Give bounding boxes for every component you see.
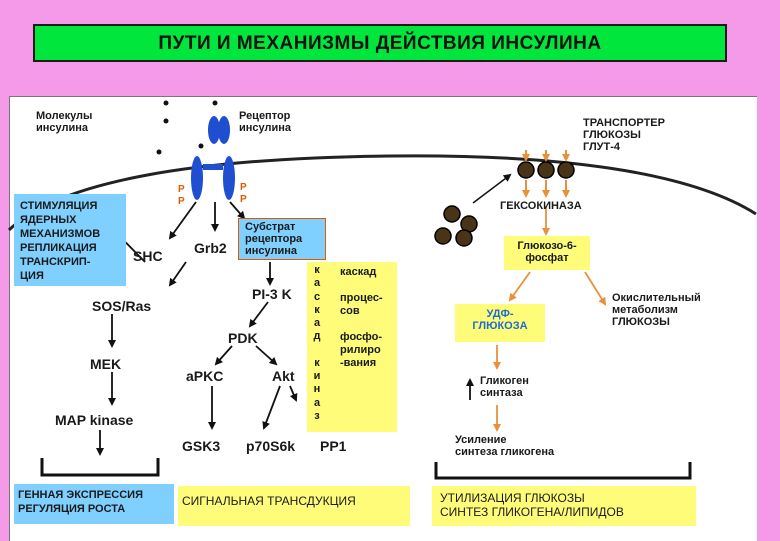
udp-glucose-text: УДФ-ГЛЮКОЗА [472,308,528,332]
p70s6k-label: p70S6k [246,438,296,454]
glucose6p-box: Глюкозо-6-фосфат [504,236,590,270]
glut4-transporter-icon [517,150,575,198]
signal-transduction-text: СИГНАЛЬНАЯ ТРАНСДУКЦИЯ [182,494,356,508]
cell-membrane [7,154,757,232]
glucose6p-text: Глюкозо-6-фосфат [517,240,577,264]
grb2-label: Grb2 [194,240,227,256]
gsk3-label: GSK3 [182,438,221,454]
glut4-vesicle-icon [434,205,478,247]
udp-glucose-box: УДФ-ГЛЮКОЗА [455,304,545,342]
metabolic-arrows [493,206,607,432]
cascade-box [307,262,397,432]
apkc-label: aPKC [186,368,224,384]
signaling-arrows [80,196,298,456]
pdk-label: PDK [228,330,258,346]
mek-label: MEK [90,356,122,372]
insulin-molecule [198,143,204,149]
insulin-molecule [212,100,218,106]
hexokinase-label: ГЕКСОКИНАЗА [500,200,582,212]
sos-ras-label: SOS/Ras [92,298,152,314]
bracket-lines [40,458,692,480]
pi3k-label: PI-3 K [252,286,292,302]
insulin-molecule [163,118,169,124]
cascade-text: каскад процес-сов фосфо-рилиро-вания [340,266,383,369]
page-title: ПУТИ И МЕХАНИЗМЫ ДЕЙСТВИЯ ИНСУЛИНА [158,33,602,54]
shc-label: SHC [133,248,163,264]
signal-transduction-box: СИГНАЛЬНАЯ ТРАНСДУКЦИЯ [178,486,410,526]
akt-label: Akt [272,368,295,384]
insulin-receptor [191,116,235,200]
insulin-molecule [156,149,162,155]
title-bar: ПУТИ И МЕХАНИЗМЫ ДЕЙСТВИЯ ИНСУЛИНА [33,24,727,62]
map-kinase-label: MAP kinase [55,412,134,428]
translocation-arrow [472,173,512,204]
insulin-molecule [163,100,169,106]
pp1-label: PP1 [320,438,347,454]
